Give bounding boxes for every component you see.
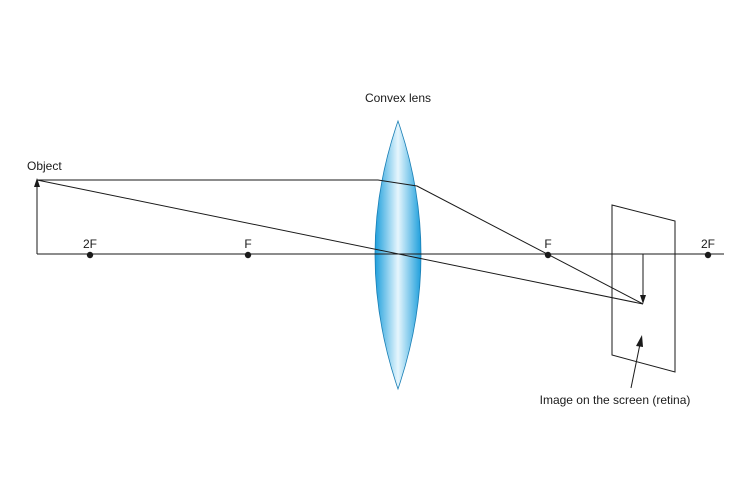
image-pointer-line: [630, 343, 641, 389]
image-arrowhead: [640, 295, 646, 304]
convex-lens: [374, 119, 422, 391]
point-f-right-label: F: [544, 237, 551, 251]
point-2f-left-label: 2F: [83, 237, 97, 251]
point-f-left-dot: [244, 251, 252, 259]
lens-label: Convex lens: [365, 91, 431, 105]
point-2f-left-dot: [86, 251, 94, 259]
image-label: Image on the screen (retina): [540, 393, 691, 407]
point-2f-right-label: 2F: [701, 237, 715, 251]
ray-through-centre: [36, 179, 644, 305]
point-f-right-dot: [544, 251, 552, 259]
point-f-left-label: F: [244, 237, 251, 251]
object-arrowhead: [34, 178, 40, 187]
image-pointer-arrowhead: [636, 335, 643, 347]
object-label: Object: [27, 159, 62, 173]
point-2f-right-dot: [704, 251, 712, 259]
ray-parallel: [37, 179, 644, 305]
